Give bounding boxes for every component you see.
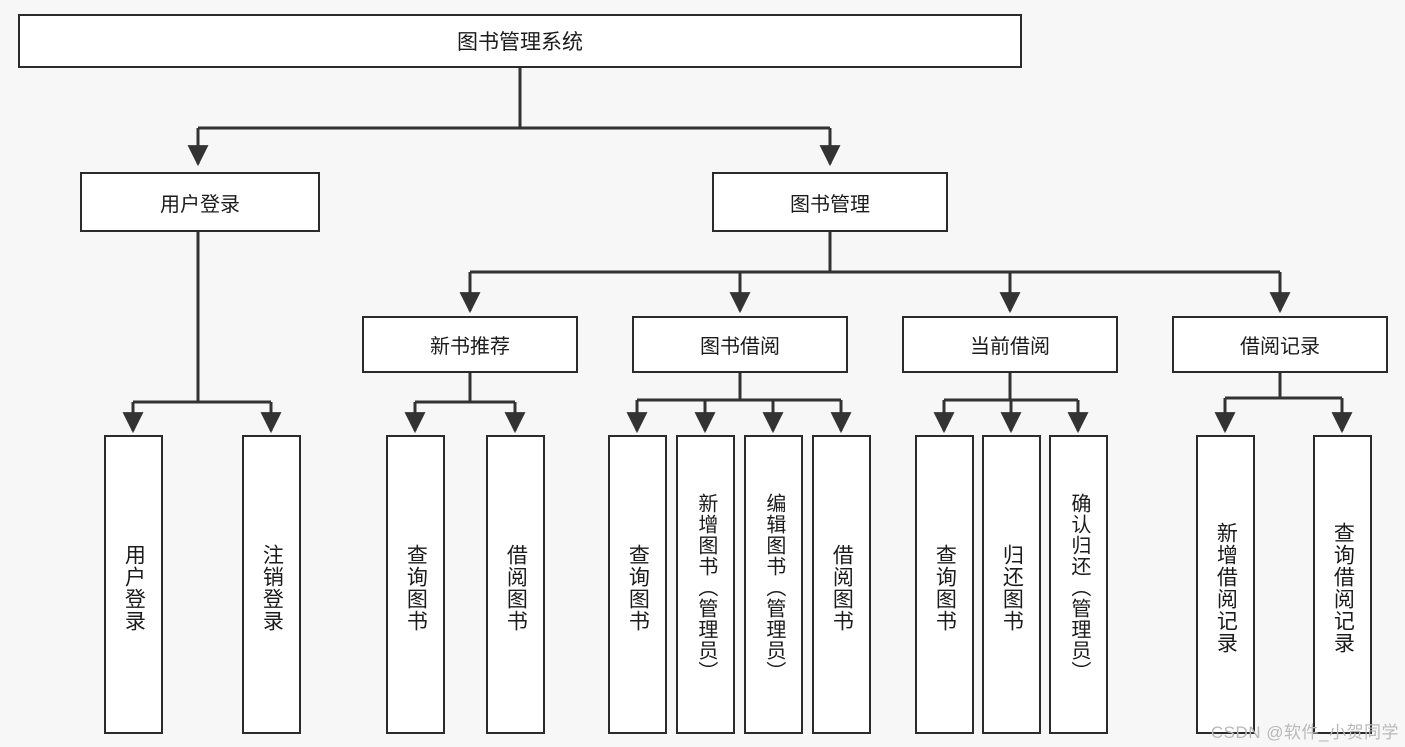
leaf-add-borrow-record[interactable]: 新增借阅记录 (1196, 435, 1255, 734)
leaf-user-login[interactable]: 用户登录 (104, 435, 163, 734)
node-label: 图书管理系统 (457, 31, 583, 54)
leaf-label: 查询图书 (626, 543, 650, 632)
leaf-confirm-return-admin[interactable]: 确认归还（管理员） (1049, 435, 1108, 734)
leaf-label: 新增图书（管理员） (694, 493, 717, 682)
leaf-logout[interactable]: 注销登录 (242, 435, 301, 734)
leaf-return-book[interactable]: 归还图书 (982, 435, 1041, 734)
leaf-borrow-book-recommend[interactable]: 借阅图书 (486, 435, 545, 734)
node-label: 用户登录 (160, 193, 240, 216)
leaf-query-book-borrow[interactable]: 查询图书 (608, 435, 667, 734)
node-label: 新书推荐 (430, 336, 510, 358)
leaf-label: 查询图书 (404, 543, 428, 632)
node-label: 图书管理 (790, 193, 870, 216)
node-label: 借阅记录 (1240, 336, 1320, 358)
node-book-borrow[interactable]: 图书借阅 (632, 316, 848, 373)
node-user-login[interactable]: 用户登录 (80, 172, 320, 232)
leaf-query-borrow-record[interactable]: 查询借阅记录 (1313, 435, 1372, 734)
leaf-label: 用户登录 (122, 543, 146, 632)
leaf-label: 确认归还（管理员） (1067, 493, 1090, 682)
node-label: 图书借阅 (700, 336, 780, 358)
node-current-borrow[interactable]: 当前借阅 (902, 316, 1118, 373)
leaf-add-book-admin[interactable]: 新增图书（管理员） (676, 435, 735, 734)
node-new-book-recommend[interactable]: 新书推荐 (362, 316, 578, 373)
leaf-borrow-book[interactable]: 借阅图书 (812, 435, 871, 734)
csdn-watermark: CSDN @软件_小贺同学 (1210, 723, 1399, 742)
node-label: 当前借阅 (970, 336, 1050, 358)
leaf-label: 借阅图书 (504, 543, 528, 632)
leaf-query-book-recommend[interactable]: 查询图书 (386, 435, 445, 734)
leaf-label: 新增借阅记录 (1214, 521, 1238, 654)
leaf-label: 查询借阅记录 (1331, 521, 1355, 654)
leaf-edit-book-admin[interactable]: 编辑图书（管理员） (744, 435, 803, 734)
leaf-label: 归还图书 (1000, 543, 1024, 632)
leaf-label: 查询图书 (933, 543, 957, 632)
leaf-label: 借阅图书 (830, 543, 854, 632)
leaf-label: 编辑图书（管理员） (762, 493, 785, 682)
node-book-management[interactable]: 图书管理 (712, 172, 948, 232)
leaf-label: 注销登录 (260, 543, 284, 632)
leaf-query-book-current[interactable]: 查询图书 (915, 435, 974, 734)
node-root-book-management-system[interactable]: 图书管理系统 (18, 14, 1022, 68)
node-borrow-record[interactable]: 借阅记录 (1172, 316, 1388, 373)
